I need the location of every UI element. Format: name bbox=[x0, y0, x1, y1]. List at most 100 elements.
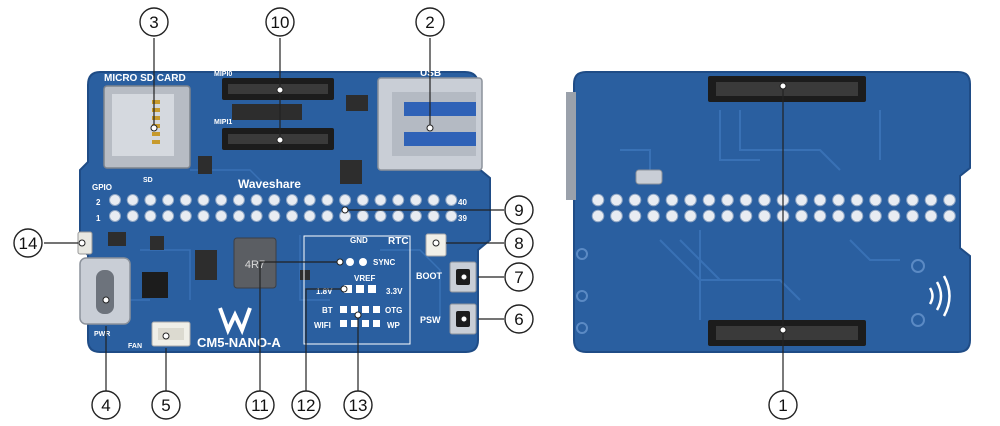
back-pcb bbox=[573, 71, 971, 353]
gpio-pin-hole bbox=[268, 210, 281, 222]
gpio-pin-hole bbox=[924, 209, 938, 223]
gpio-pin-hole bbox=[739, 209, 753, 223]
callout-9: 9 bbox=[504, 195, 534, 225]
psw-label: PSW bbox=[420, 315, 441, 325]
gpio-pin-hole bbox=[162, 210, 175, 222]
callout-4: 4 bbox=[91, 390, 121, 420]
gpio-pin-hole bbox=[906, 193, 919, 207]
gpio-pin-hole bbox=[144, 210, 157, 222]
gpio-pin-hole bbox=[702, 193, 716, 207]
vref-jumper-pad bbox=[344, 285, 352, 293]
gpio-pin-hole bbox=[339, 194, 352, 206]
gpio-pin-hole bbox=[179, 194, 192, 206]
callout-lines bbox=[44, 38, 784, 394]
vref-jumper-pad bbox=[356, 285, 364, 293]
callout-2-number: 2 bbox=[425, 13, 434, 32]
callout-13-number: 13 bbox=[349, 396, 368, 415]
usb-port-edge bbox=[566, 92, 576, 200]
brand-label: Waveshare bbox=[238, 177, 301, 191]
callout-4-number: 4 bbox=[101, 396, 110, 415]
callout-12-number: 12 bbox=[297, 396, 316, 415]
gpio-pin-hole bbox=[647, 209, 660, 223]
ic-chip bbox=[232, 104, 302, 120]
callout-9-number: 9 bbox=[514, 201, 523, 220]
gpio-pin-hole bbox=[197, 210, 210, 222]
transistor bbox=[198, 156, 212, 174]
callout-7: 7 bbox=[504, 262, 534, 292]
gpio-pin-hole bbox=[813, 209, 827, 223]
callout-1-number: 1 bbox=[778, 396, 787, 415]
gpio-pin-hole bbox=[374, 194, 387, 206]
gpio-pin-hole bbox=[197, 194, 210, 206]
leader-line-11 bbox=[259, 261, 340, 392]
gpio-pin-hole bbox=[409, 194, 422, 206]
ic-chip bbox=[346, 95, 368, 111]
nfc-icon bbox=[928, 275, 951, 317]
callout-6: 6 bbox=[504, 304, 534, 334]
gpio-pin-hole bbox=[303, 210, 316, 222]
gnd-label: GND bbox=[350, 236, 368, 245]
gpio-pin-hole bbox=[887, 193, 901, 207]
callout-7-number: 7 bbox=[514, 268, 523, 287]
v18-label: 1.8V bbox=[316, 287, 333, 296]
callout-5: 5 bbox=[151, 390, 181, 420]
gpio-pin-hole bbox=[109, 194, 121, 206]
callout-8-number: 8 bbox=[514, 234, 523, 253]
gpio-pin-hole bbox=[721, 193, 734, 207]
gpio-pin-hole bbox=[374, 210, 387, 222]
gpio-pin-hole bbox=[684, 209, 697, 223]
gpio-pin-hole bbox=[795, 193, 808, 207]
gpio-pin-hole bbox=[943, 209, 956, 223]
gnd-pad bbox=[346, 258, 354, 266]
passive-components bbox=[108, 232, 310, 280]
gpio-pin-hole bbox=[924, 193, 938, 207]
gpio-pin-hole bbox=[758, 193, 771, 207]
fan-label: FAN bbox=[128, 343, 142, 350]
gpio-pin-hole bbox=[758, 209, 771, 223]
gpio-pin-hole bbox=[162, 194, 175, 206]
gpio-pin-hole bbox=[813, 193, 827, 207]
gpio-pin-hole bbox=[427, 210, 440, 222]
gpio-pin-hole bbox=[356, 194, 369, 206]
gpio-pin-hole bbox=[215, 194, 228, 206]
pcb-mounting-points bbox=[576, 248, 925, 334]
gpio-pin-2-label: 2 bbox=[96, 198, 101, 207]
gpio-pin-hole bbox=[887, 209, 901, 223]
gpio-pin-hole bbox=[286, 194, 298, 206]
gpio-pin-hole bbox=[179, 210, 192, 222]
dip-switch-pads bbox=[340, 306, 380, 327]
gpio-pin-hole bbox=[610, 209, 623, 223]
sync-label: SYNC bbox=[373, 258, 395, 267]
gpio-pin-hole bbox=[232, 210, 245, 222]
high-density-connector-bottom bbox=[708, 320, 866, 346]
inductor-label: 4R7 bbox=[245, 259, 265, 271]
gpio-pin-hole bbox=[628, 209, 642, 223]
callout-10: 10 bbox=[265, 7, 295, 37]
gpio-pin-hole bbox=[591, 209, 605, 223]
gpio-pin-hole bbox=[832, 193, 845, 207]
gpio-pin-hole bbox=[126, 194, 139, 206]
front-board: MICRO SD CARD SD MIPI0 MIPI1 Waveshare U… bbox=[77, 68, 491, 353]
gpio-pin-hole bbox=[409, 210, 422, 222]
sd-label: SD bbox=[143, 177, 153, 184]
callout-5-number: 5 bbox=[161, 396, 170, 415]
gpio-pin-hole bbox=[869, 209, 882, 223]
gpio-header bbox=[109, 194, 458, 222]
gpio-pin-hole bbox=[795, 209, 808, 223]
leader-line-12 bbox=[305, 288, 344, 392]
micro-sd-label: MICRO SD CARD bbox=[104, 73, 186, 84]
boot-label: BOOT bbox=[416, 271, 443, 281]
callout-13: 13 bbox=[343, 390, 373, 420]
callout-11: 11 bbox=[245, 390, 275, 420]
callout-1: 1 bbox=[768, 390, 798, 420]
wifi-label: WIFI bbox=[314, 321, 331, 330]
inductor: 4R7 bbox=[233, 237, 277, 289]
gpio-pin-40-label: 40 bbox=[458, 198, 467, 207]
pcb-traces bbox=[620, 110, 900, 320]
back-board bbox=[566, 71, 971, 353]
gpio-pin-1-label: 1 bbox=[96, 214, 101, 223]
gpio-header-back bbox=[591, 193, 956, 223]
callout-14-number: 14 bbox=[19, 234, 38, 253]
callout-2: 2 bbox=[415, 7, 445, 37]
gpio-pin-hole bbox=[665, 193, 679, 207]
